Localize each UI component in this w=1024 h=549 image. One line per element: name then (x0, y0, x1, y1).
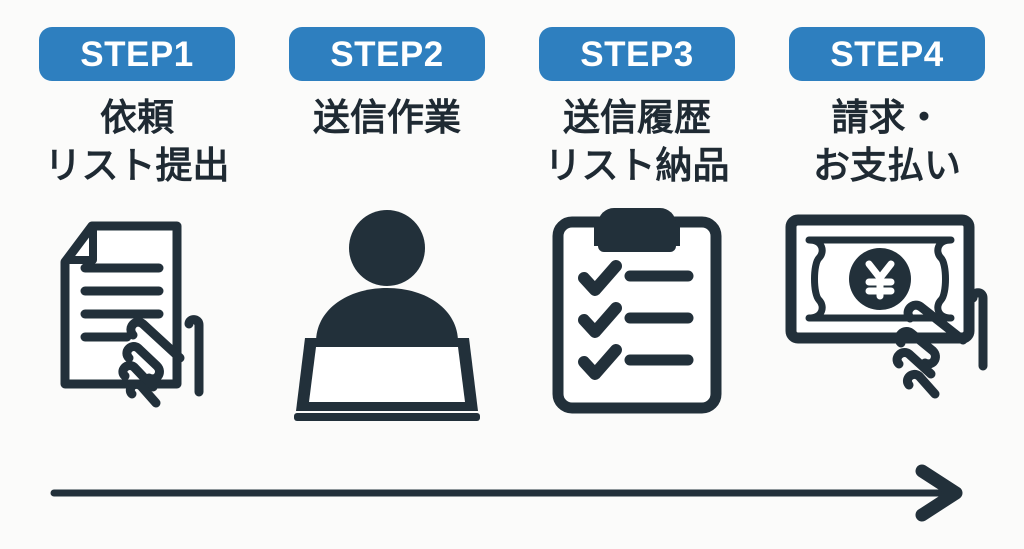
step-column-4: STEP4 請求・ お支払い (768, 0, 1006, 399)
flow-arrow (0, 455, 1024, 535)
step-badge-1: STEP1 (39, 27, 235, 81)
step-badge-label-2: STEP2 (330, 34, 444, 74)
step-caption-2: 送信作業 (313, 97, 461, 138)
step-badge-2: STEP2 (289, 27, 485, 81)
step-caption-4: 請求・ お支払い (813, 97, 961, 186)
step-icon-2 (268, 206, 506, 436)
step-badge-label-4: STEP4 (830, 34, 944, 74)
step-caption-1: 依頼 リスト提出 (44, 97, 230, 186)
step-icon-3 (518, 206, 756, 436)
step-column-3: STEP3 送信履歴 リスト納品 (518, 0, 756, 414)
step-badge-label-3: STEP3 (580, 34, 694, 74)
step-column-1: STEP1 依頼 リスト提出 (18, 0, 256, 408)
document-in-hand-icon (60, 221, 204, 408)
person-at-laptop-icon (294, 210, 480, 421)
steps-row: STEP1 依頼 リスト提出 (18, 0, 1006, 421)
step-icon-4 (768, 206, 1006, 436)
step-caption-3: 送信履歴 リスト納品 (544, 97, 730, 186)
yen-banknote-in-hand-icon (785, 214, 988, 399)
step-icon-1 (18, 206, 256, 436)
step-badge-4: STEP4 (789, 27, 985, 81)
step-column-2: STEP2 送信作業 (268, 0, 506, 421)
right-arrow-icon (50, 464, 963, 522)
step-badge-label-1: STEP1 (80, 34, 194, 74)
clipboard-checklist-icon (552, 208, 722, 414)
step-badge-3: STEP3 (539, 27, 735, 81)
